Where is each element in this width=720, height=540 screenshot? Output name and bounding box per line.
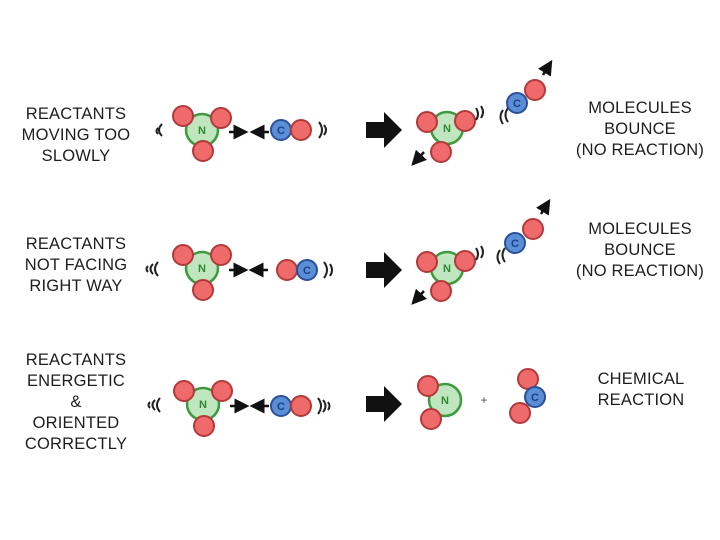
- row1-reactants: N C: [155, 105, 327, 162]
- oxygen-atom: [524, 79, 546, 101]
- row3-reactants: N C: [147, 380, 331, 437]
- bounce-arrow: [536, 198, 551, 216]
- oxygen-atom: [290, 395, 312, 417]
- motion-lines-icon: [145, 261, 159, 277]
- oxygen-atom: [420, 408, 442, 430]
- oxygen-atom: [417, 375, 439, 397]
- oxygen-atom: [290, 119, 312, 141]
- c-atom-label: C: [277, 125, 285, 137]
- no2-molecule: N: [172, 105, 232, 162]
- row3-products: N + C: [417, 368, 546, 430]
- reaction-arrow-icon: [366, 386, 402, 422]
- row2-condition-label: REACTANTS NOT FACING RIGHT WAY: [24, 235, 128, 295]
- row1-products-bounce: N C: [411, 59, 553, 166]
- oxygen-atom: [211, 380, 233, 402]
- plus-sign: +: [480, 393, 487, 407]
- n-atom-label: N: [443, 263, 451, 275]
- carbon-atom: [506, 92, 528, 114]
- oxygen-atom: [173, 380, 195, 402]
- oxygen-atom: [430, 141, 452, 163]
- n-atom-label: N: [198, 263, 206, 275]
- bounce-arrow: [411, 149, 427, 166]
- n-atom-label: N: [443, 123, 451, 135]
- oxygen-atom: [416, 251, 438, 273]
- c-atom-label: C: [303, 265, 311, 277]
- motion-lines-icon: [496, 247, 506, 265]
- co-molecule: C: [270, 395, 312, 417]
- oxygen-atom: [192, 140, 214, 162]
- oxygen-atom: [172, 244, 194, 266]
- carbon-atom: [504, 232, 526, 254]
- motion-lines-icon: [475, 105, 484, 121]
- no2-molecule: N: [416, 110, 476, 163]
- motion-lines-icon: [147, 397, 161, 413]
- co-molecule: C: [270, 119, 312, 141]
- row1-condition-label: REACTANTS MOVING TOO SLOWLY: [21, 105, 131, 165]
- co-molecule: C: [506, 79, 546, 114]
- c-atom-label: C: [511, 238, 519, 250]
- oxygen-atom: [172, 105, 194, 127]
- no-molecule: N: [417, 375, 463, 430]
- co-molecule: C: [504, 218, 544, 254]
- n-atom-label: N: [199, 399, 207, 411]
- row1-result-label: MOLECULES BOUNCE (NO REACTION): [575, 99, 705, 159]
- reaction-arrow-icon: [366, 252, 402, 288]
- bounce-arrow: [411, 288, 427, 305]
- oxygen-atom: [193, 415, 215, 437]
- oxygen-atom: [210, 107, 232, 129]
- carbon-atom: [524, 386, 546, 408]
- c-atom-label: C: [277, 401, 285, 413]
- bounce-arrow: [538, 59, 553, 77]
- row3-result-label: CHEMICAL REACTION: [597, 370, 685, 409]
- c-atom-label: C: [513, 98, 521, 110]
- c-atom-label: C: [531, 392, 539, 404]
- oxygen-atom: [276, 259, 298, 281]
- oxygen-atom: [192, 279, 214, 301]
- carbon-atom: [296, 259, 318, 281]
- n-atom-label: N: [198, 125, 206, 137]
- motion-lines-icon: [499, 107, 509, 125]
- reaction-arrow-icon: [366, 112, 402, 148]
- row2-reactants: N C: [145, 244, 333, 301]
- oxygen-atom: [210, 244, 232, 266]
- oxygen-atom: [454, 110, 476, 132]
- no2-molecule: N: [172, 244, 232, 301]
- no2-molecule: N: [416, 250, 476, 302]
- motion-lines-icon: [318, 121, 327, 139]
- oxygen-atom: [416, 111, 438, 133]
- oxygen-atom: [430, 280, 452, 302]
- row2-result-label: MOLECULES BOUNCE (NO REACTION): [575, 220, 705, 280]
- motion-lines-icon: [323, 261, 333, 279]
- co-molecule: C: [276, 259, 318, 281]
- motion-lines-icon: [317, 397, 331, 415]
- n-atom-label: N: [441, 395, 449, 407]
- oxygen-atom: [522, 218, 544, 240]
- oxygen-atom: [454, 250, 476, 272]
- motion-lines-icon: [155, 123, 163, 137]
- no2-molecule: N: [173, 380, 233, 437]
- oxygen-atom: [509, 402, 531, 424]
- row2-products-bounce: N C: [411, 198, 551, 305]
- motion-lines-icon: [475, 245, 484, 261]
- row3-condition-label: REACTANTS ENERGETIC & ORIENTED CORRECTLY: [24, 351, 128, 453]
- co2-molecule: C: [509, 368, 546, 424]
